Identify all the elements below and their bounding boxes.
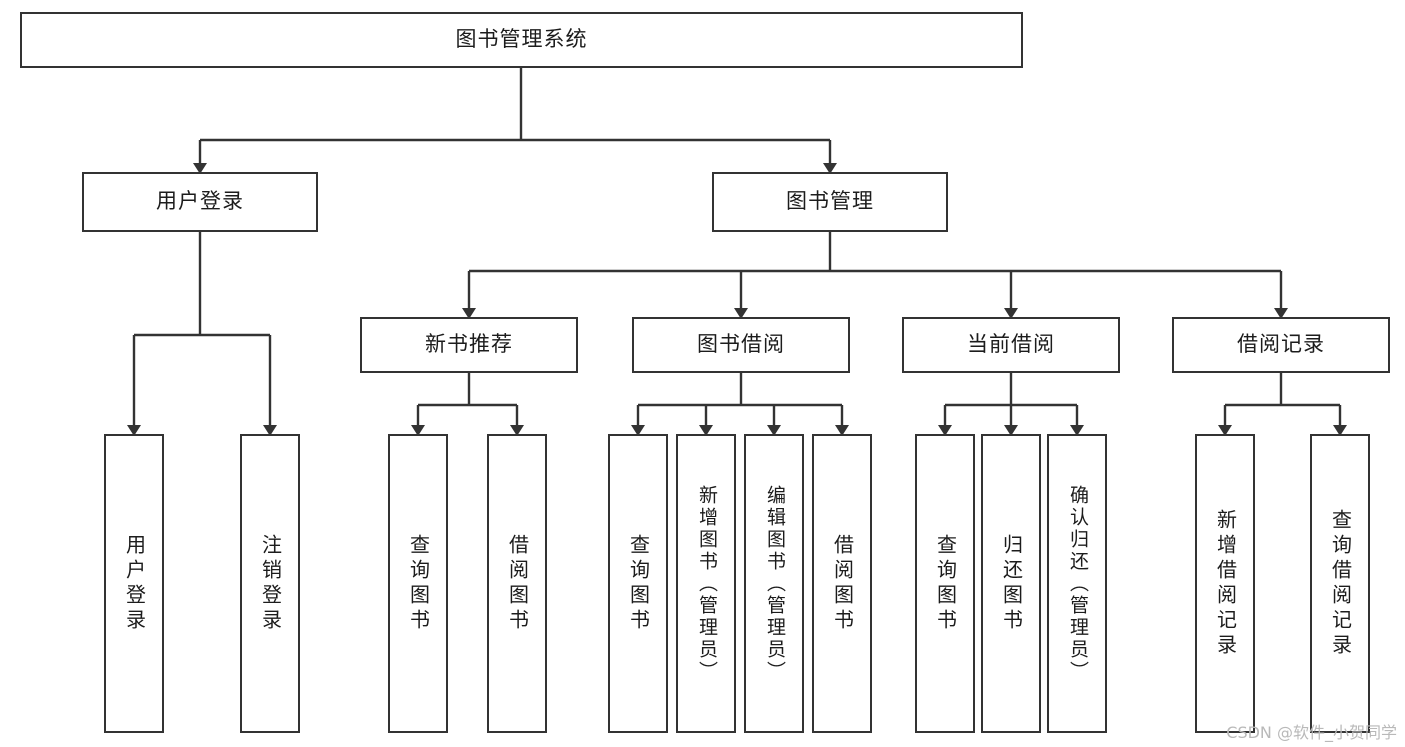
node-book-borrow-label: 图书借阅 [697,332,785,357]
node-borrow-record[interactable]: 借阅记录 [1172,317,1390,373]
node-leaf-query-book-cur[interactable]: 查询图书 [915,434,975,733]
node-leaf-user-logout-label: 注销登录 [258,533,283,634]
node-leaf-query-record[interactable]: 查询借阅记录 [1310,434,1370,733]
node-borrow-record-label: 借阅记录 [1237,332,1325,357]
node-leaf-query-book-rec-label: 查询图书 [406,533,431,634]
node-leaf-borrow-book-rec-label: 借阅图书 [505,533,530,634]
node-book-manage-label: 图书管理 [786,189,874,214]
node-current-borrow-label: 当前借阅 [967,332,1055,357]
node-leaf-query-book-rec[interactable]: 查询图书 [388,434,448,733]
node-leaf-return-book-label: 归还图书 [999,533,1024,634]
node-leaf-add-book[interactable]: 新增图书（管理员） [676,434,736,733]
node-leaf-query-book-cur-label: 查询图书 [933,533,958,634]
node-leaf-query-book-label: 查询图书 [626,533,651,634]
node-current-borrow[interactable]: 当前借阅 [902,317,1120,373]
node-leaf-confirm-return[interactable]: 确认归还（管理员） [1047,434,1107,733]
node-root-label: 图书管理系统 [455,27,588,52]
node-leaf-edit-book[interactable]: 编辑图书（管理员） [744,434,804,733]
node-leaf-confirm-return-label: 确认归还（管理员） [1066,484,1089,683]
node-user-login-label: 用户登录 [156,189,244,214]
node-book-borrow[interactable]: 图书借阅 [632,317,850,373]
node-leaf-add-record[interactable]: 新增借阅记录 [1195,434,1255,733]
node-leaf-user-logout[interactable]: 注销登录 [240,434,300,733]
node-root[interactable]: 图书管理系统 [20,12,1023,68]
watermark: CSDN @软件_小贺同学 [1226,723,1397,742]
node-leaf-user-login-label: 用户登录 [122,533,147,634]
node-leaf-add-record-label: 新增借阅记录 [1213,508,1238,659]
node-leaf-borrow-book-label: 借阅图书 [830,533,855,634]
node-leaf-query-book[interactable]: 查询图书 [608,434,668,733]
node-new-book-recommend-label: 新书推荐 [425,332,513,357]
node-leaf-borrow-book[interactable]: 借阅图书 [812,434,872,733]
node-new-book-recommend[interactable]: 新书推荐 [360,317,578,373]
node-leaf-edit-book-label: 编辑图书（管理员） [763,484,786,683]
node-book-manage[interactable]: 图书管理 [712,172,948,232]
node-user-login[interactable]: 用户登录 [82,172,318,232]
node-leaf-borrow-book-rec[interactable]: 借阅图书 [487,434,547,733]
node-leaf-add-book-label: 新增图书（管理员） [695,484,718,683]
node-leaf-return-book[interactable]: 归还图书 [981,434,1041,733]
node-leaf-query-record-label: 查询借阅记录 [1328,508,1353,659]
node-leaf-user-login[interactable]: 用户登录 [104,434,164,733]
